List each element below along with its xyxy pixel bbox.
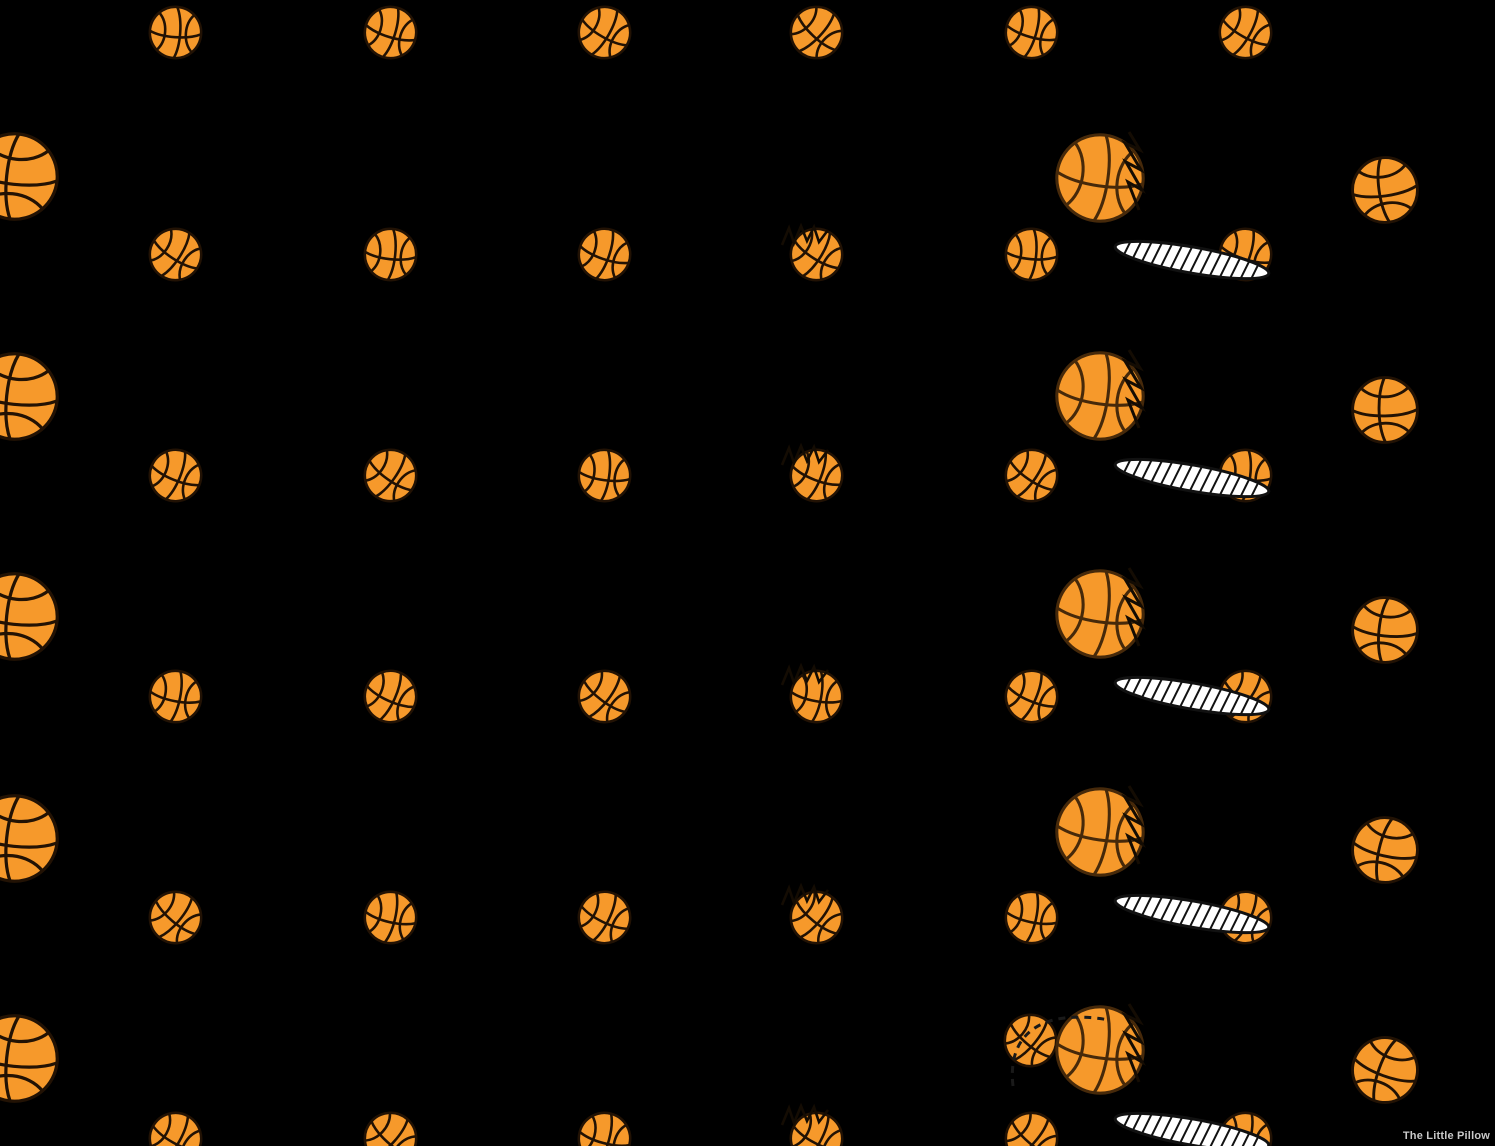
basketball-icon: [1349, 594, 1421, 666]
large-basketball-icon: [1052, 348, 1148, 444]
basketball-icon: [1217, 889, 1274, 946]
basketball-icon: [147, 889, 204, 946]
basketball-icon: [147, 668, 204, 725]
squiggle-fragment-icon: [780, 662, 832, 690]
basketball-icon: [1003, 1110, 1060, 1146]
basketball-icon: [1217, 668, 1274, 725]
basketball-icon: [788, 1110, 845, 1146]
partial-basketball-icon: [0, 129, 62, 224]
basketball-icon: [1003, 4, 1060, 61]
partial-basketball-icon: [0, 349, 62, 444]
basketball-icon: [1349, 1034, 1421, 1106]
partial-basketball-icon: [0, 791, 62, 886]
hatched-swoosh-icon: [1107, 442, 1276, 514]
basketball-icon: [576, 447, 633, 504]
zigzag-motion-lines-icon: [1110, 130, 1146, 214]
squiggle-fragment-icon: [780, 882, 832, 910]
basketball-icon: [362, 447, 419, 504]
basketball-icon: [362, 226, 419, 283]
basketball-icon: [1217, 447, 1274, 504]
basketball-icon: [576, 889, 633, 946]
basketball-icon: [362, 1110, 419, 1146]
large-basketball-icon: [1052, 1002, 1148, 1098]
basketball-icon: [1217, 4, 1274, 61]
basketball-icon: [1349, 154, 1421, 226]
zigzag-motion-lines-icon: [1110, 1002, 1146, 1086]
basketball-icon: [362, 4, 419, 61]
large-basketball-icon: [1052, 130, 1148, 226]
basketball-icon: [1003, 226, 1060, 283]
basketball-icon: [147, 226, 204, 283]
dashed-motion-arc-icon: [1007, 1006, 1117, 1091]
hatched-swoosh-icon: [1107, 224, 1276, 296]
basketball-icon: [576, 1110, 633, 1146]
hatched-swoosh-icon: [1107, 660, 1276, 732]
basketball-icon: [1002, 1012, 1059, 1069]
basketball-icon: [788, 447, 845, 504]
large-basketball-icon: [1052, 784, 1148, 880]
basketball-icon: [788, 889, 845, 946]
basketball-icon: [1003, 668, 1060, 725]
basketball-icon: [788, 4, 845, 61]
basketball-icon: [788, 668, 845, 725]
basketball-icon: [576, 226, 633, 283]
squiggle-fragment-icon: [780, 442, 832, 470]
watermark-text: The Little Pillow: [1402, 1130, 1490, 1142]
large-basketball-icon: [1052, 566, 1148, 662]
basketball-icon: [1349, 814, 1421, 886]
basketball-icon: [362, 889, 419, 946]
squiggle-fragment-icon: [780, 222, 832, 250]
basketball-icon: [1003, 889, 1060, 946]
basketball-icon: [362, 668, 419, 725]
basketball-icon: [1349, 374, 1421, 446]
basketball-icon: [576, 668, 633, 725]
zigzag-motion-lines-icon: [1110, 348, 1146, 432]
basketball-icon: [1217, 1110, 1274, 1146]
zigzag-motion-lines-icon: [1110, 784, 1146, 868]
basketball-icon: [788, 226, 845, 283]
basketball-icon: [147, 447, 204, 504]
basketball-icon: [576, 4, 633, 61]
squiggle-fragment-icon: [780, 1102, 832, 1130]
partial-basketball-icon: [0, 569, 62, 664]
basketball-icon: [147, 1110, 204, 1146]
zigzag-motion-lines-icon: [1110, 566, 1146, 650]
basketball-icon: [1003, 447, 1060, 504]
partial-basketball-icon: [0, 1011, 62, 1106]
basketball-icon: [147, 4, 204, 61]
basketball-icon: [1217, 226, 1274, 283]
hatched-swoosh-icon: [1107, 878, 1276, 950]
hatched-swoosh-icon: [1107, 1096, 1276, 1146]
